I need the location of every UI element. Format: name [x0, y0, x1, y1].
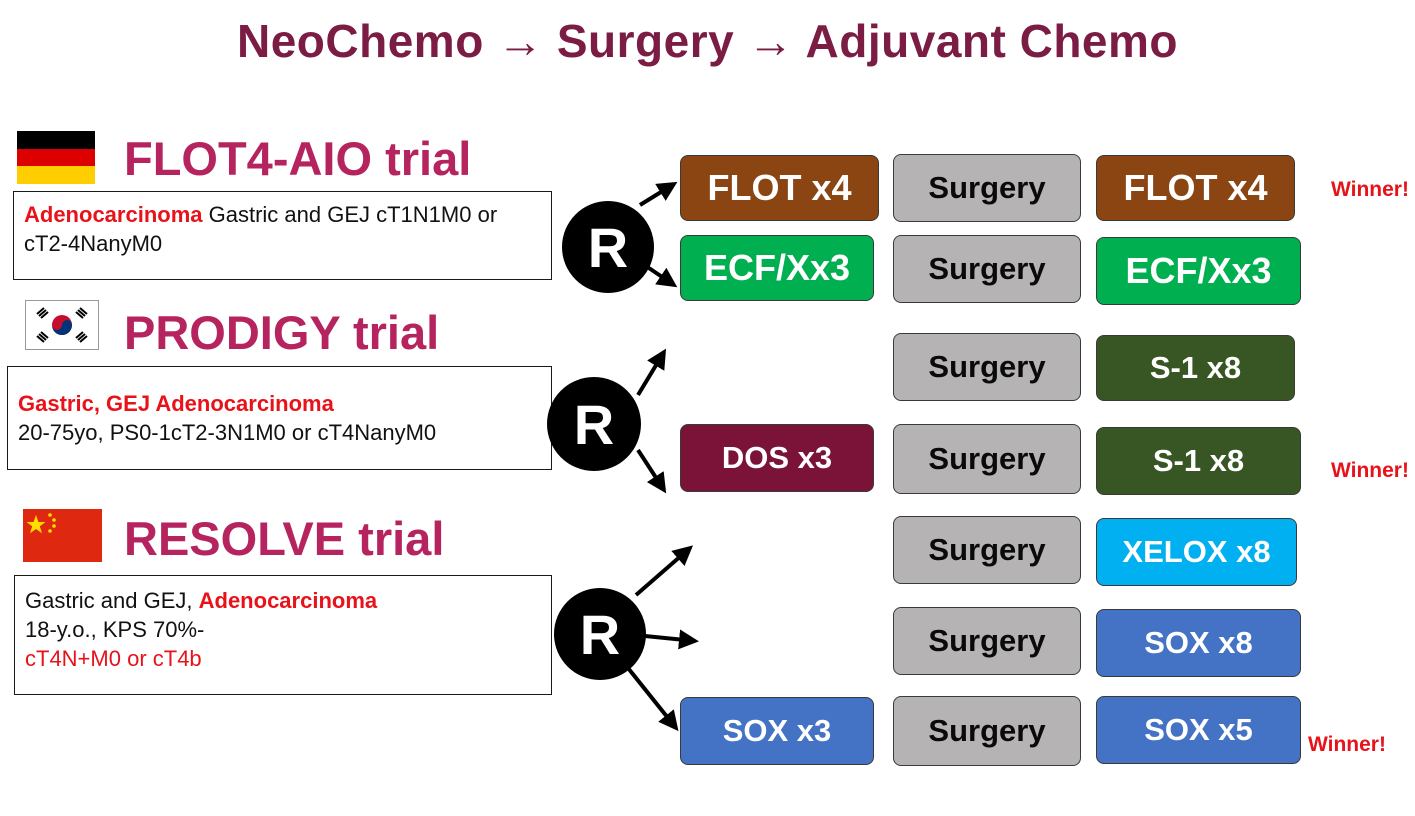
china-flag-icon: [23, 509, 102, 562]
arrow-resolve-middle: [644, 629, 699, 650]
surgery-box: Surgery: [893, 696, 1081, 766]
winner-label: Winner!: [1308, 733, 1386, 756]
neo-chemo-box: SOX x3: [680, 697, 874, 765]
adjuvant-chemo-box: FLOT x4: [1096, 155, 1295, 221]
surgery-box: Surgery: [893, 235, 1081, 303]
arrow-resolve-lower: [626, 666, 679, 732]
winner-label: Winner!: [1331, 459, 1409, 482]
inclusion-criteria: 18-y.o., KPS 70%-: [25, 617, 205, 642]
adjuvant-chemo-box: S-1 x8: [1096, 335, 1295, 401]
trial-description-flot4: Adenocarcinoma Gastric and GEJ cT1N1M0 o…: [13, 191, 552, 280]
adjuvant-chemo-box: SOX x5: [1096, 696, 1301, 764]
arrow-resolve-upper: [634, 545, 694, 597]
randomization-circle-prodigy: R: [547, 377, 641, 471]
neo-chemo-box: DOS x3: [680, 424, 874, 492]
inclusion-criteria: Gastric and GEJ cT1N1M0 or cT2-4NanyM0: [24, 202, 498, 256]
trial-description-resolve: Gastric and GEJ, Adenocarcinoma 18-y.o.,…: [14, 575, 552, 695]
trial-description-prodigy: Gastric, GEJ Adenocarcinoma 20-75yo, PS0…: [7, 366, 552, 470]
surgery-box: Surgery: [893, 424, 1081, 494]
randomization-circle-resolve: R: [554, 588, 646, 680]
histology-label: Adenocarcinoma: [24, 202, 203, 227]
histology-label: Adenocarcinoma: [198, 588, 378, 613]
surgery-box: Surgery: [893, 516, 1081, 584]
arrow-prodigy-upper: [636, 348, 667, 397]
adjuvant-chemo-box: ECF/Xx3: [1096, 237, 1301, 305]
inclusion-criteria: 20-75yo, PS0-1cT2-3N1M0 or cT4NanyM0: [18, 420, 437, 445]
adjuvant-chemo-box: S-1 x8: [1096, 427, 1301, 495]
randomization-circle-flot4: R: [562, 201, 654, 293]
germany-flag-icon: [17, 131, 95, 184]
adjuvant-chemo-box: SOX x8: [1096, 609, 1301, 677]
page-title: NeoChemo → Surgery → Adjuvant Chemo: [236, 15, 1179, 67]
inclusion-site: Gastric and GEJ,: [25, 588, 199, 613]
adjuvant-chemo-box: XELOX x8: [1096, 518, 1297, 586]
surgery-box: Surgery: [893, 154, 1081, 222]
arrow-flot4-upper: [638, 181, 678, 207]
trial-name-flot4: FLOT4-AIO trial: [124, 132, 472, 185]
south-korea-flag-icon: [25, 300, 99, 350]
neo-chemo-box: FLOT x4: [680, 155, 879, 221]
trial-name-prodigy: PRODIGY trial: [124, 306, 440, 359]
neo-chemo-box: ECF/Xx3: [680, 235, 874, 301]
trial-name-resolve: RESOLVE trial: [124, 512, 445, 565]
surgery-box: Surgery: [893, 607, 1081, 675]
surgery-box: Surgery: [893, 333, 1081, 401]
arrow-prodigy-lower: [636, 448, 667, 494]
staging-criteria: cT4N+M0 or cT4b: [25, 646, 202, 671]
histology-label: Gastric, GEJ Adenocarcinoma: [18, 391, 334, 416]
winner-label: Winner!: [1331, 178, 1409, 201]
